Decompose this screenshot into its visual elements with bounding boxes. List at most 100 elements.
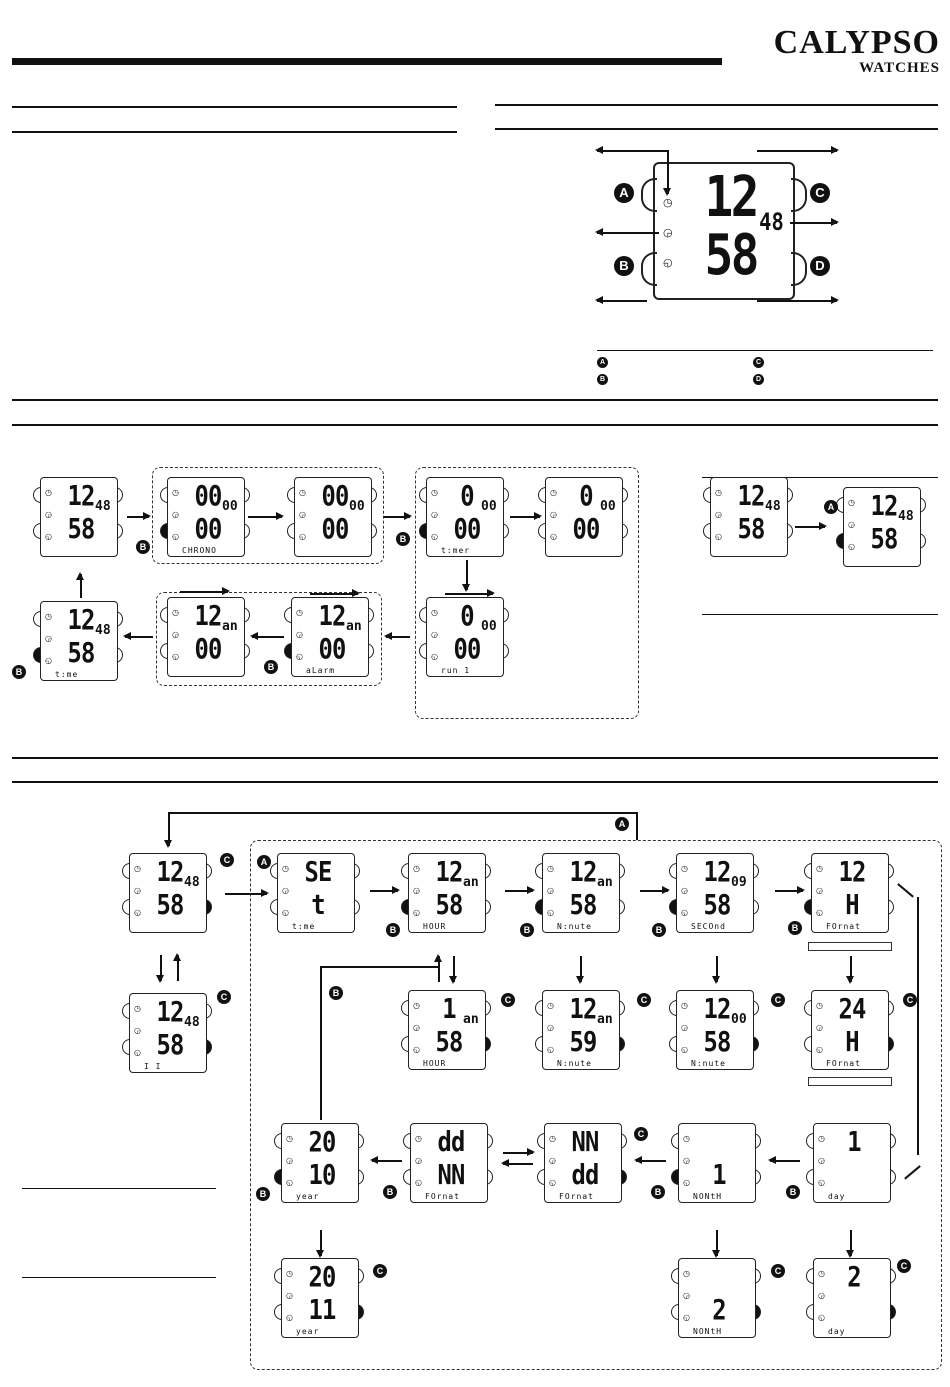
watch-face — [426, 477, 504, 557]
watch-button — [804, 1000, 813, 1016]
timer-group — [415, 467, 639, 719]
mode-icon: ◶ — [715, 510, 722, 519]
flow-arrow — [370, 1157, 402, 1163]
mode-icon: ◷ — [415, 1134, 422, 1143]
digits-side: 00 — [481, 619, 497, 634]
mode-icon: ◵ — [286, 1313, 293, 1322]
digits-bottom: 00 — [453, 512, 482, 545]
watch-button — [33, 487, 42, 503]
button-marker: C — [637, 993, 651, 1007]
mode-icon: ◷ — [134, 864, 141, 873]
mode-icon: ◵ — [134, 1048, 141, 1057]
digits-top: 12 — [156, 995, 185, 1028]
digits-top: 24 — [838, 992, 867, 1025]
button-marker: B — [520, 923, 534, 937]
digits-bottom: t — [311, 888, 325, 921]
flow-arrow — [463, 560, 469, 592]
mode-icon: ◷ — [282, 864, 289, 873]
digits-top: 12 — [67, 603, 96, 636]
rule — [12, 131, 457, 133]
mode-icon: ◷ — [715, 488, 722, 497]
digits-top: 0 — [460, 479, 474, 512]
digits-bottom: 11 — [308, 1293, 337, 1326]
digits-bottom: 58 — [435, 888, 464, 921]
digits-top: 12 — [838, 855, 867, 888]
watch-button — [804, 1036, 813, 1052]
watch-face — [291, 597, 369, 677]
button-marker: B — [256, 1187, 270, 1201]
button-marker: B — [383, 1185, 397, 1199]
digits-side: 00 — [222, 499, 238, 514]
screen-label: day — [828, 1192, 846, 1201]
mode-icon: ◵ — [415, 1178, 422, 1187]
digits-bottom: 58 — [435, 1025, 464, 1058]
header-bar — [12, 58, 722, 65]
watch-face — [408, 990, 486, 1070]
watch-face — [811, 990, 889, 1070]
watch-face — [294, 477, 372, 557]
screen-label: run 1 — [441, 666, 471, 675]
digits-bottom: 00 — [572, 512, 601, 545]
left-lower-lug — [641, 252, 657, 286]
mode-icon: ◷ — [413, 1001, 420, 1010]
digits-top: SE — [304, 855, 333, 888]
watch-button — [804, 863, 813, 879]
mode-icon: ◵ — [282, 908, 289, 917]
mode-icon: ◶ — [683, 1156, 690, 1165]
screen-label: N:nute — [691, 1059, 726, 1068]
mode-icon: ◵ — [816, 908, 823, 917]
main-hours: 12 — [704, 165, 760, 230]
flow-arrow — [505, 887, 535, 893]
watch-button — [274, 1169, 283, 1185]
digits-side: an — [597, 1012, 613, 1027]
watch-face — [129, 853, 207, 933]
button-marker: C — [897, 1259, 911, 1273]
watch-button — [160, 487, 169, 503]
flow-arrow — [713, 956, 719, 984]
button-c-marker: C — [810, 183, 830, 203]
mode-icon: ◷ — [818, 1269, 825, 1278]
watch-button — [804, 899, 813, 915]
watch-button — [401, 1036, 410, 1052]
mode-icon: ◵ — [681, 908, 688, 917]
rule — [702, 477, 938, 478]
mode-icon: ◵ — [547, 1045, 554, 1054]
rule — [12, 399, 938, 401]
mode-icon: ◵ — [681, 1045, 688, 1054]
pointer-arrow — [790, 219, 839, 225]
watch-button — [806, 1304, 815, 1320]
rule — [702, 614, 938, 615]
mode-icon: ◵ — [172, 652, 179, 661]
digits-bottom: 59 — [569, 1025, 598, 1058]
watch-button — [535, 1036, 544, 1052]
flow-arrow — [713, 1230, 719, 1258]
watch-button — [419, 643, 428, 659]
mode-icon: ◵ — [413, 908, 420, 917]
screen-label: day — [828, 1327, 846, 1336]
flow-arrow — [847, 1230, 853, 1258]
watch-button — [671, 1133, 680, 1149]
flow-arrow — [501, 1160, 533, 1166]
watch-face — [408, 853, 486, 933]
digits-side: an — [463, 875, 479, 890]
watch-face — [813, 1258, 891, 1338]
digits-top: 12 — [435, 855, 464, 888]
digits-top: NN — [571, 1125, 600, 1158]
mode-icon: ◷ — [816, 864, 823, 873]
chrono-group — [152, 467, 384, 564]
legend-d: D — [753, 374, 764, 385]
digits-bottom: 10 — [308, 1158, 337, 1191]
mode-icon: ◵ — [296, 652, 303, 661]
flow-arrow — [77, 572, 83, 598]
screen-label: HOUR — [423, 1059, 447, 1068]
mode-icon: ◶ — [296, 630, 303, 639]
main-minutes: 58 — [704, 223, 760, 288]
